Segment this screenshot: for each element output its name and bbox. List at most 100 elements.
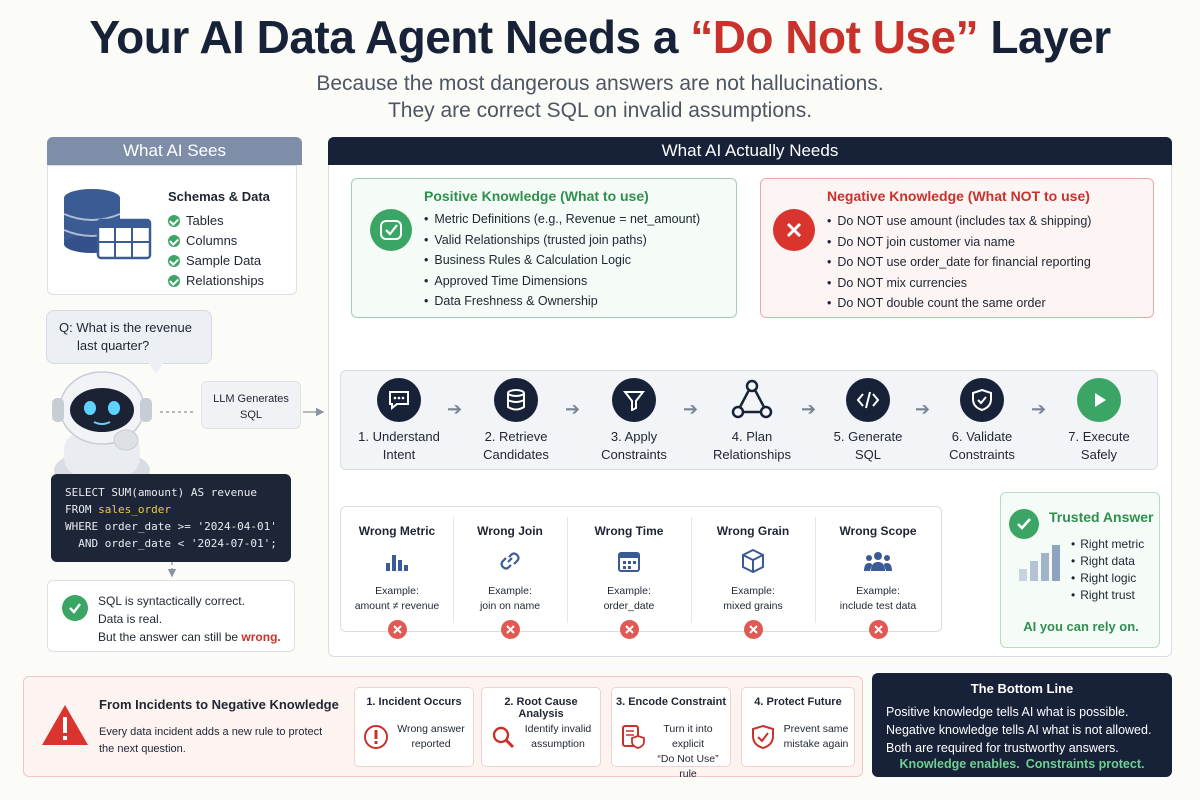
shield-icon: [960, 378, 1004, 422]
ai-sees-list: Tables Columns Sample Data Relationships: [168, 211, 264, 291]
wrong-grain: Wrong Grain Example:mixed grains: [691, 507, 815, 639]
syntax-text: SQL is syntactically correct. Data is re…: [98, 594, 281, 644]
trusted-answer-box: Trusted Answer Right metric Right data R…: [1000, 492, 1160, 648]
incidents-panel: From Incidents to Negative Knowledge Eve…: [23, 676, 863, 780]
list-item: Do NOT double count the same order: [827, 293, 1091, 314]
robot-icon: [52, 371, 152, 478]
list-item: Right data: [1071, 553, 1144, 570]
incident-step-encode: 3. Encode Constraint Turn it into explic…: [611, 687, 731, 780]
negative-x-icon: [773, 209, 815, 251]
ai-sees-panel: Schemas & Data Tables Columns Sample Dat…: [47, 165, 297, 295]
list-item: Relationships: [168, 271, 264, 291]
x-circle-icon: [743, 620, 763, 639]
bottom-line-text: Positive knowledge tells AI what is poss…: [886, 705, 1152, 755]
wrong-join: Wrong Join Example:join on name: [453, 507, 567, 639]
negative-list: Do NOT use amount (includes tax & shippi…: [827, 211, 1091, 314]
arrow-right-icon: ➔: [801, 399, 817, 419]
list-item: Right logic: [1071, 570, 1144, 587]
wrong-time: Wrong Time Example:order_date: [567, 507, 691, 639]
cube-icon: [738, 548, 768, 574]
calendar-icon: [614, 548, 644, 574]
growth-chart-icon: [1019, 545, 1060, 581]
bar-chart-icon: [382, 548, 412, 574]
link-icon: [495, 548, 525, 574]
divider: [453, 517, 454, 623]
wrong-metric: Wrong Metric Example:amount ≠ revenue: [341, 507, 453, 639]
shield-check-icon: [752, 724, 774, 750]
positive-title: Positive Knowledge (What to use): [424, 188, 649, 204]
ai-sees-header: What AI Sees: [47, 137, 302, 165]
bottom-line-footer: Knowledge enables.Constraints protect.: [899, 757, 1145, 771]
x-circle-icon: [619, 620, 639, 639]
users-icon: [863, 548, 893, 574]
list-item: Columns: [168, 231, 264, 251]
arrow-right-icon: ➔: [447, 399, 463, 419]
trusted-title: Trusted Answer: [1049, 509, 1154, 525]
list-item: Valid Relationships (trusted join paths): [424, 230, 700, 251]
ai-needs-header: What AI Actually Needs: [328, 137, 1172, 165]
code-icon: [846, 378, 890, 422]
x-circle-icon: [500, 620, 520, 639]
list-item: Do NOT use order_date for financial repo…: [827, 252, 1091, 273]
positive-check-icon: [370, 209, 412, 251]
llm-generates-box: LLM Generates SQL: [201, 381, 301, 429]
alert-icon: [364, 725, 388, 749]
warning-icon: [42, 705, 88, 745]
question-bubble: Q: What is the revenue last quarter?: [46, 310, 212, 364]
divider: [691, 517, 692, 623]
positive-list: Metric Definitions (e.g., Revenue = net_…: [424, 209, 700, 312]
list-item: Tables: [168, 211, 264, 231]
divider: [815, 517, 816, 623]
title-highlight: “Do Not Use”: [690, 11, 979, 63]
check-icon: [168, 255, 180, 267]
list-item: Business Rules & Calculation Logic: [424, 250, 700, 271]
list-item: Approved Time Dimensions: [424, 271, 700, 292]
bottom-line-panel: The Bottom Line Positive knowledge tells…: [872, 673, 1172, 777]
graph-icon: [730, 378, 774, 422]
check-icon: [168, 275, 180, 287]
list-item: Data Freshness & Ownership: [424, 291, 700, 312]
page-subtitle: Because the most dangerous answers are n…: [316, 72, 884, 122]
arrow-right-icon: ➔: [565, 399, 581, 419]
list-item: Do NOT join customer via name: [827, 232, 1091, 253]
list-item: Right metric: [1071, 536, 1144, 553]
negative-title: Negative Knowledge (What NOT to use): [827, 188, 1090, 204]
list-item: Do NOT mix currencies: [827, 273, 1091, 294]
wrong-categories: Wrong Metric Example:amount ≠ revenue Wr…: [340, 506, 942, 639]
list-item: Right trust: [1071, 587, 1144, 604]
page-title: Your AI Data Agent Needs a “Do Not Use” …: [89, 11, 1111, 63]
positive-knowledge-box: Positive Knowledge (What to use) Metric …: [351, 178, 737, 318]
incidents-text: Every data incident adds a new rule to p…: [99, 726, 323, 755]
list-item: Sample Data: [168, 251, 264, 271]
database-icon: [494, 378, 538, 422]
x-circle-icon: [868, 620, 888, 639]
list-item: Metric Definitions (e.g., Revenue = net_…: [424, 209, 700, 230]
bottom-line-title: The Bottom Line: [970, 681, 1074, 696]
chat-icon: [377, 378, 421, 422]
database-table-icon: [63, 189, 152, 260]
play-icon: [1077, 378, 1121, 422]
arrow-right-icon: ➔: [683, 399, 699, 419]
negative-knowledge-box: Negative Knowledge (What NOT to use) Do …: [760, 178, 1154, 318]
magnifier-icon: [492, 726, 515, 749]
incidents-title: From Incidents to Negative Knowledge: [99, 697, 339, 712]
trusted-footer: AI you can rely on.: [1023, 619, 1139, 634]
check-icon: [168, 235, 180, 247]
check-icon: [168, 215, 180, 227]
x-circle-icon: [387, 620, 407, 639]
wrong-scope: Wrong Scope Example:include test data: [815, 507, 941, 639]
list-item: Do NOT use amount (includes tax & shippi…: [827, 211, 1091, 232]
filter-icon: [612, 378, 656, 422]
arrow-right-icon: ➔: [915, 399, 931, 419]
